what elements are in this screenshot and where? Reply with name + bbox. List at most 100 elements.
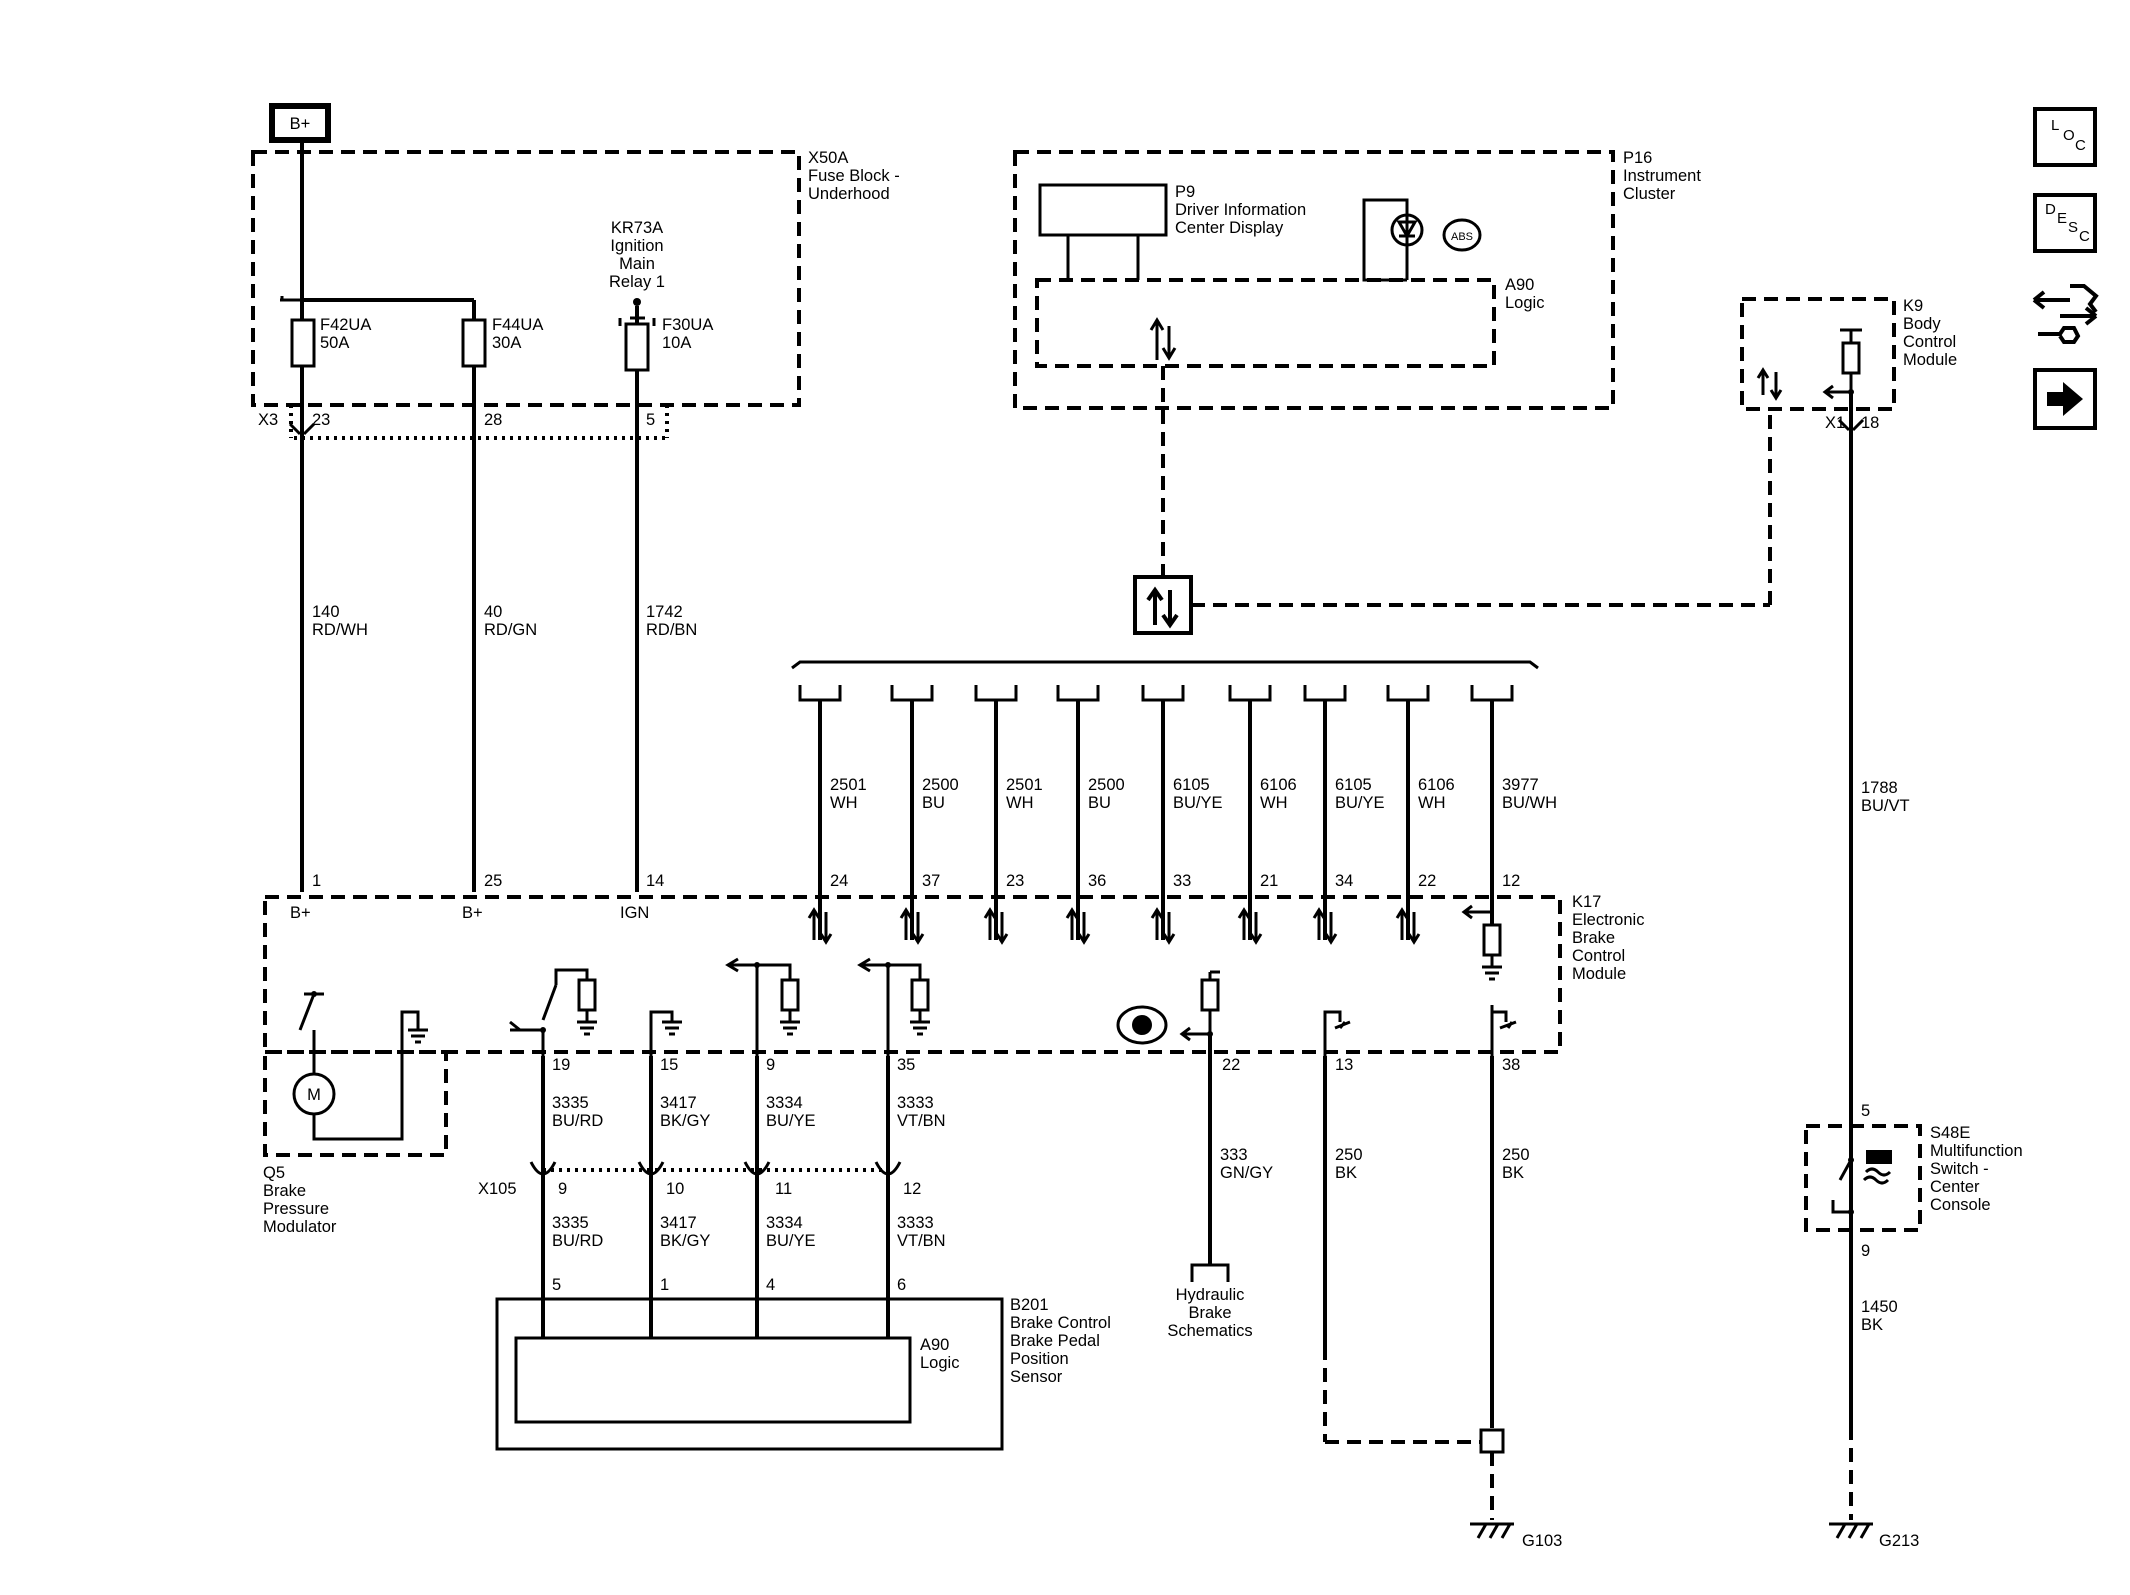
bus-wire-circuit: 6106 — [1418, 776, 1455, 794]
loc-letter-l: L — [2051, 117, 2060, 134]
p9-display — [1038, 183, 1168, 237]
wire-1788-circuit: 1788 — [1861, 779, 1898, 797]
x105-pin-12: 12 — [903, 1180, 921, 1198]
b201-label: B201 Brake Control Brake Pedal Position … — [1010, 1296, 1111, 1386]
bus-wire-circuit: 6105 — [1173, 776, 1210, 794]
bus-wire-color: BU — [1088, 794, 1111, 812]
bus-wire-pin: 12 — [1502, 872, 1520, 890]
k17-bplus-1: B+ — [290, 904, 311, 922]
description-button[interactable]: D E S C — [2033, 193, 2097, 253]
sensor-wires-upper-labels: 3335 BU/RD 3417 BK/GY 3334 BU/YE 3333 VT… — [552, 1094, 946, 1130]
k9-body-control-module — [1740, 297, 1896, 411]
svg-text:Brake: Brake — [1188, 1304, 1231, 1322]
bus-wire-color: BU/YE — [1173, 794, 1223, 812]
b201-pin-6: 6 — [897, 1276, 906, 1294]
bus-wire-color: BU/YE — [1335, 794, 1385, 812]
svg-text:BK: BK — [1335, 1164, 1357, 1182]
x3-pin-23: 23 — [312, 411, 330, 429]
arrow-right-icon — [2047, 382, 2083, 416]
data-arrows-icon — [1149, 317, 1177, 361]
svg-text:KR73A: KR73A — [611, 219, 663, 237]
kr73a-label: KR73A Ignition Main Relay 1 — [609, 219, 665, 291]
x3-pin-28: 28 — [484, 411, 502, 429]
k17-ign: IGN — [620, 904, 649, 922]
svg-text:3417: 3417 — [660, 1094, 697, 1112]
svg-text:Console: Console — [1930, 1196, 1991, 1214]
desc-letter-c: C — [2079, 228, 2090, 245]
svg-text:BU/YE: BU/YE — [766, 1232, 816, 1250]
fuse-f42ua-name: F42UA — [320, 316, 371, 334]
svg-text:Q5: Q5 — [263, 1164, 285, 1182]
next-page-button[interactable] — [2033, 368, 2097, 430]
bus-wire-circuit: 2500 — [1088, 776, 1125, 794]
bus-wire-color: BU/WH — [1502, 794, 1557, 812]
svg-text:Center Display: Center Display — [1175, 219, 1284, 237]
s48e-multifunction-switch — [1804, 1124, 1922, 1232]
abs-warning-icon — [1442, 218, 1482, 252]
k17-pin-25: 25 — [484, 872, 502, 890]
x3-label: X3 — [258, 411, 278, 429]
p16-label: P16 Instrument Cluster — [1623, 149, 1701, 203]
svg-text:Brake: Brake — [1572, 929, 1615, 947]
g103-label: G103 — [1522, 1532, 1562, 1550]
bus-wire-pin: 37 — [922, 872, 940, 890]
svg-text:BK: BK — [1502, 1164, 1524, 1182]
svg-text:Driver Information: Driver Information — [1175, 201, 1306, 219]
wire-333-color: GN/GY — [1220, 1164, 1273, 1182]
bidirectional-arrows-icon — [983, 907, 1009, 945]
svg-text:Brake: Brake — [263, 1182, 306, 1200]
splice-box — [1479, 1428, 1505, 1454]
x105-label: X105 — [478, 1180, 517, 1198]
wire-40-color: RD/GN — [484, 621, 537, 639]
bus-wire-circuit: 2500 — [922, 776, 959, 794]
bidirectional-arrows-icon — [899, 907, 925, 945]
gateway-arrows-icon — [1146, 586, 1179, 629]
svg-text:VT/BN: VT/BN — [897, 1232, 946, 1250]
fuse-f30ua-rating: 10A — [662, 334, 691, 352]
fuse-f42ua — [290, 318, 316, 368]
hydraulic-brake-ref[interactable]: Hydraulic Brake Schematics — [1167, 1286, 1252, 1340]
traction-control-icon — [1862, 1150, 1892, 1185]
ground-wire-labels: 250 BK 250 BK — [1335, 1146, 1530, 1182]
bidirectional-arrows-icon — [1312, 907, 1338, 945]
k17-label: K17 Electronic Brake Control Module — [1572, 893, 1644, 983]
bus-wire-pin: 21 — [1260, 872, 1278, 890]
x105-pin-10: 10 — [666, 1180, 684, 1198]
b201-pin-4: 4 — [766, 1276, 775, 1294]
bus-wire-pin: 34 — [1335, 872, 1353, 890]
bus-wire-color: WH — [1418, 794, 1446, 812]
svg-text:3335: 3335 — [552, 1214, 589, 1232]
svg-text:Module: Module — [1903, 351, 1957, 369]
svg-text:Position: Position — [1010, 1350, 1069, 1368]
k17-pin-35: 35 — [897, 1056, 915, 1074]
sensor-wires-lower-labels: 3335 BU/RD 3417 BK/GY 3334 BU/YE 3333 VT… — [552, 1214, 946, 1250]
bus-wire-pin: 22 — [1418, 872, 1436, 890]
location-button[interactable]: L O C — [2033, 107, 2097, 167]
bidirectional-arrows-icon — [1065, 907, 1091, 945]
q5-label: Q5 Brake Pressure Modulator — [263, 1164, 337, 1236]
svg-text:3417: 3417 — [660, 1214, 697, 1232]
desc-letter-e: E — [2057, 210, 2068, 227]
p16-instrument-cluster — [1013, 150, 1615, 410]
g213-label: G213 — [1879, 1532, 1919, 1550]
x1-pin-18: 18 — [1861, 414, 1879, 432]
svg-text:Control: Control — [1572, 947, 1625, 965]
svg-text:P9: P9 — [1175, 183, 1195, 201]
diagnostic-wrench-icon[interactable] — [2030, 278, 2102, 346]
bus-wire-color: WH — [830, 794, 858, 812]
wire-1450-color: BK — [1861, 1316, 1883, 1334]
svg-text:S48E: S48E — [1930, 1124, 1970, 1142]
k17-pin-13: 13 — [1335, 1056, 1353, 1074]
svg-text:Cluster: Cluster — [1623, 185, 1676, 203]
output-arrow-icon — [1461, 904, 1492, 920]
b201-sensor — [495, 1297, 1004, 1451]
fuse-f44ua — [461, 318, 487, 368]
svg-text:K17: K17 — [1572, 893, 1601, 911]
brake-fluid-icon — [1116, 1005, 1168, 1045]
svg-text:Main: Main — [619, 255, 655, 273]
wire-140-color: RD/WH — [312, 621, 368, 639]
